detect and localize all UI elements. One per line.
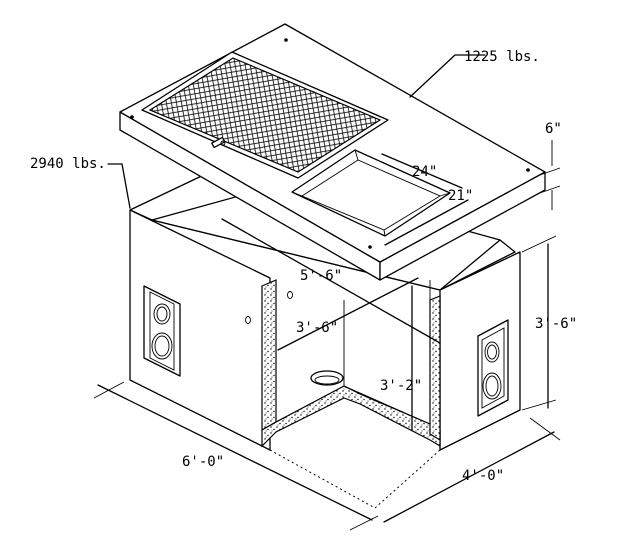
box-weight-label: 2940 lbs. bbox=[30, 156, 106, 172]
dimension-lines bbox=[93, 54, 561, 531]
right-knockout-panel bbox=[477, 319, 509, 417]
outer-height-label: 3'-6" bbox=[535, 316, 577, 332]
inner-depth-label: 3'-2" bbox=[380, 378, 422, 394]
outer-length-label: 6'-0" bbox=[182, 454, 224, 470]
lid bbox=[119, 23, 546, 281]
opening-width-label: 21" bbox=[448, 188, 473, 204]
lid-thickness-label: 6" bbox=[545, 121, 562, 137]
front-face-hole bbox=[245, 316, 251, 324]
left-knockout-panel bbox=[143, 285, 181, 377]
diamond-plate-grate bbox=[148, 57, 382, 173]
inner-length-label: 5'-6" bbox=[300, 268, 342, 284]
floor-drain-hole bbox=[310, 370, 344, 386]
cut-section-left-wall bbox=[261, 279, 277, 432]
outer-width-label: 4'-0" bbox=[462, 468, 504, 484]
cut-section-right-wall bbox=[429, 295, 441, 442]
lid-weight-label: 1225 lbs. bbox=[464, 49, 540, 65]
cut-section-floor bbox=[261, 385, 441, 448]
opening-length-label: 24" bbox=[412, 164, 437, 180]
inner-width-label: 3'-6" bbox=[296, 320, 338, 336]
grate-handle-icon bbox=[211, 136, 226, 149]
